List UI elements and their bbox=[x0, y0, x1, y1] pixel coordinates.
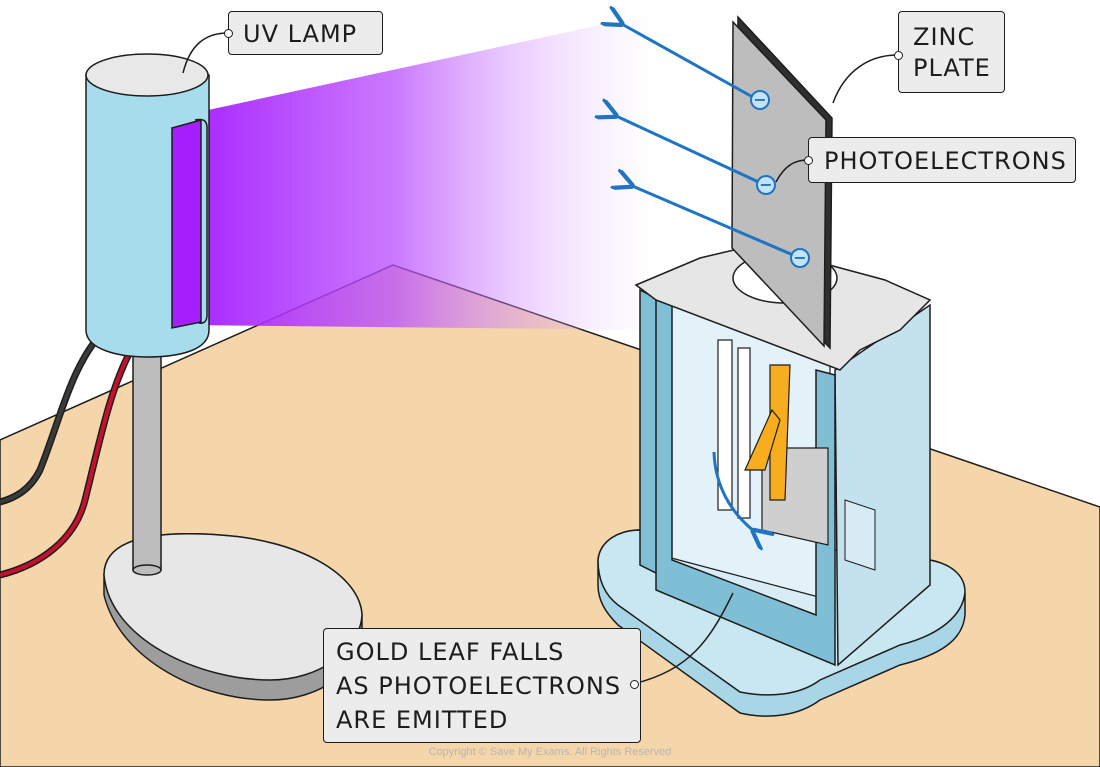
zinc-plate-label-line2: PLATE bbox=[913, 54, 991, 82]
leaf-fall-arrow bbox=[712, 451, 755, 532]
gold-leaf-label: GOLD LEAF FALLS AS PHOTOELECTRONS ARE EM… bbox=[323, 628, 641, 743]
gold-leaf-label-line2: AS PHOTOELECTRONS bbox=[336, 672, 622, 700]
gold-leaf-label-line1: GOLD LEAF FALLS bbox=[336, 638, 565, 666]
power-cables bbox=[0, 332, 134, 579]
photoelectrons-label-ring bbox=[804, 156, 813, 165]
lamp-base bbox=[103, 533, 363, 701]
uv-light-beam bbox=[185, 12, 660, 330]
zinc-plate-label-line1: ZINC bbox=[913, 23, 976, 51]
gold-leaf-label-line3: ARE EMITTED bbox=[336, 706, 509, 734]
electron-1: − bbox=[750, 90, 770, 110]
gold-leaf bbox=[744, 364, 791, 501]
electron-3: − bbox=[790, 248, 810, 268]
lamp-stem bbox=[132, 344, 162, 576]
zinc-plate-label: ZINC PLATE bbox=[898, 11, 1005, 93]
electroscope-rod bbox=[717, 339, 751, 519]
electron-2: − bbox=[756, 175, 776, 195]
photoelectrons-label-text: PHOTOELECTRONS bbox=[824, 147, 1067, 175]
uv-lamp-label-text: UV LAMP bbox=[243, 20, 358, 48]
copyright-notice: Copyright © Save My Exams. All Rights Re… bbox=[428, 746, 672, 758]
label-leaders bbox=[182, 32, 899, 685]
uv-lamp bbox=[85, 53, 210, 358]
uv-lamp-label-ring bbox=[224, 29, 233, 38]
uv-lamp-label: UV LAMP bbox=[228, 11, 383, 55]
electron-symbol: − bbox=[793, 248, 807, 267]
zinc-plate-label-ring bbox=[894, 51, 903, 60]
electron-symbol: − bbox=[753, 90, 767, 109]
gold-leaf-label-ring bbox=[630, 680, 639, 689]
photoelectron-paths bbox=[614, 23, 801, 260]
photoelectrons-label: PHOTOELECTRONS bbox=[808, 137, 1076, 183]
electron-symbol: − bbox=[759, 175, 773, 194]
